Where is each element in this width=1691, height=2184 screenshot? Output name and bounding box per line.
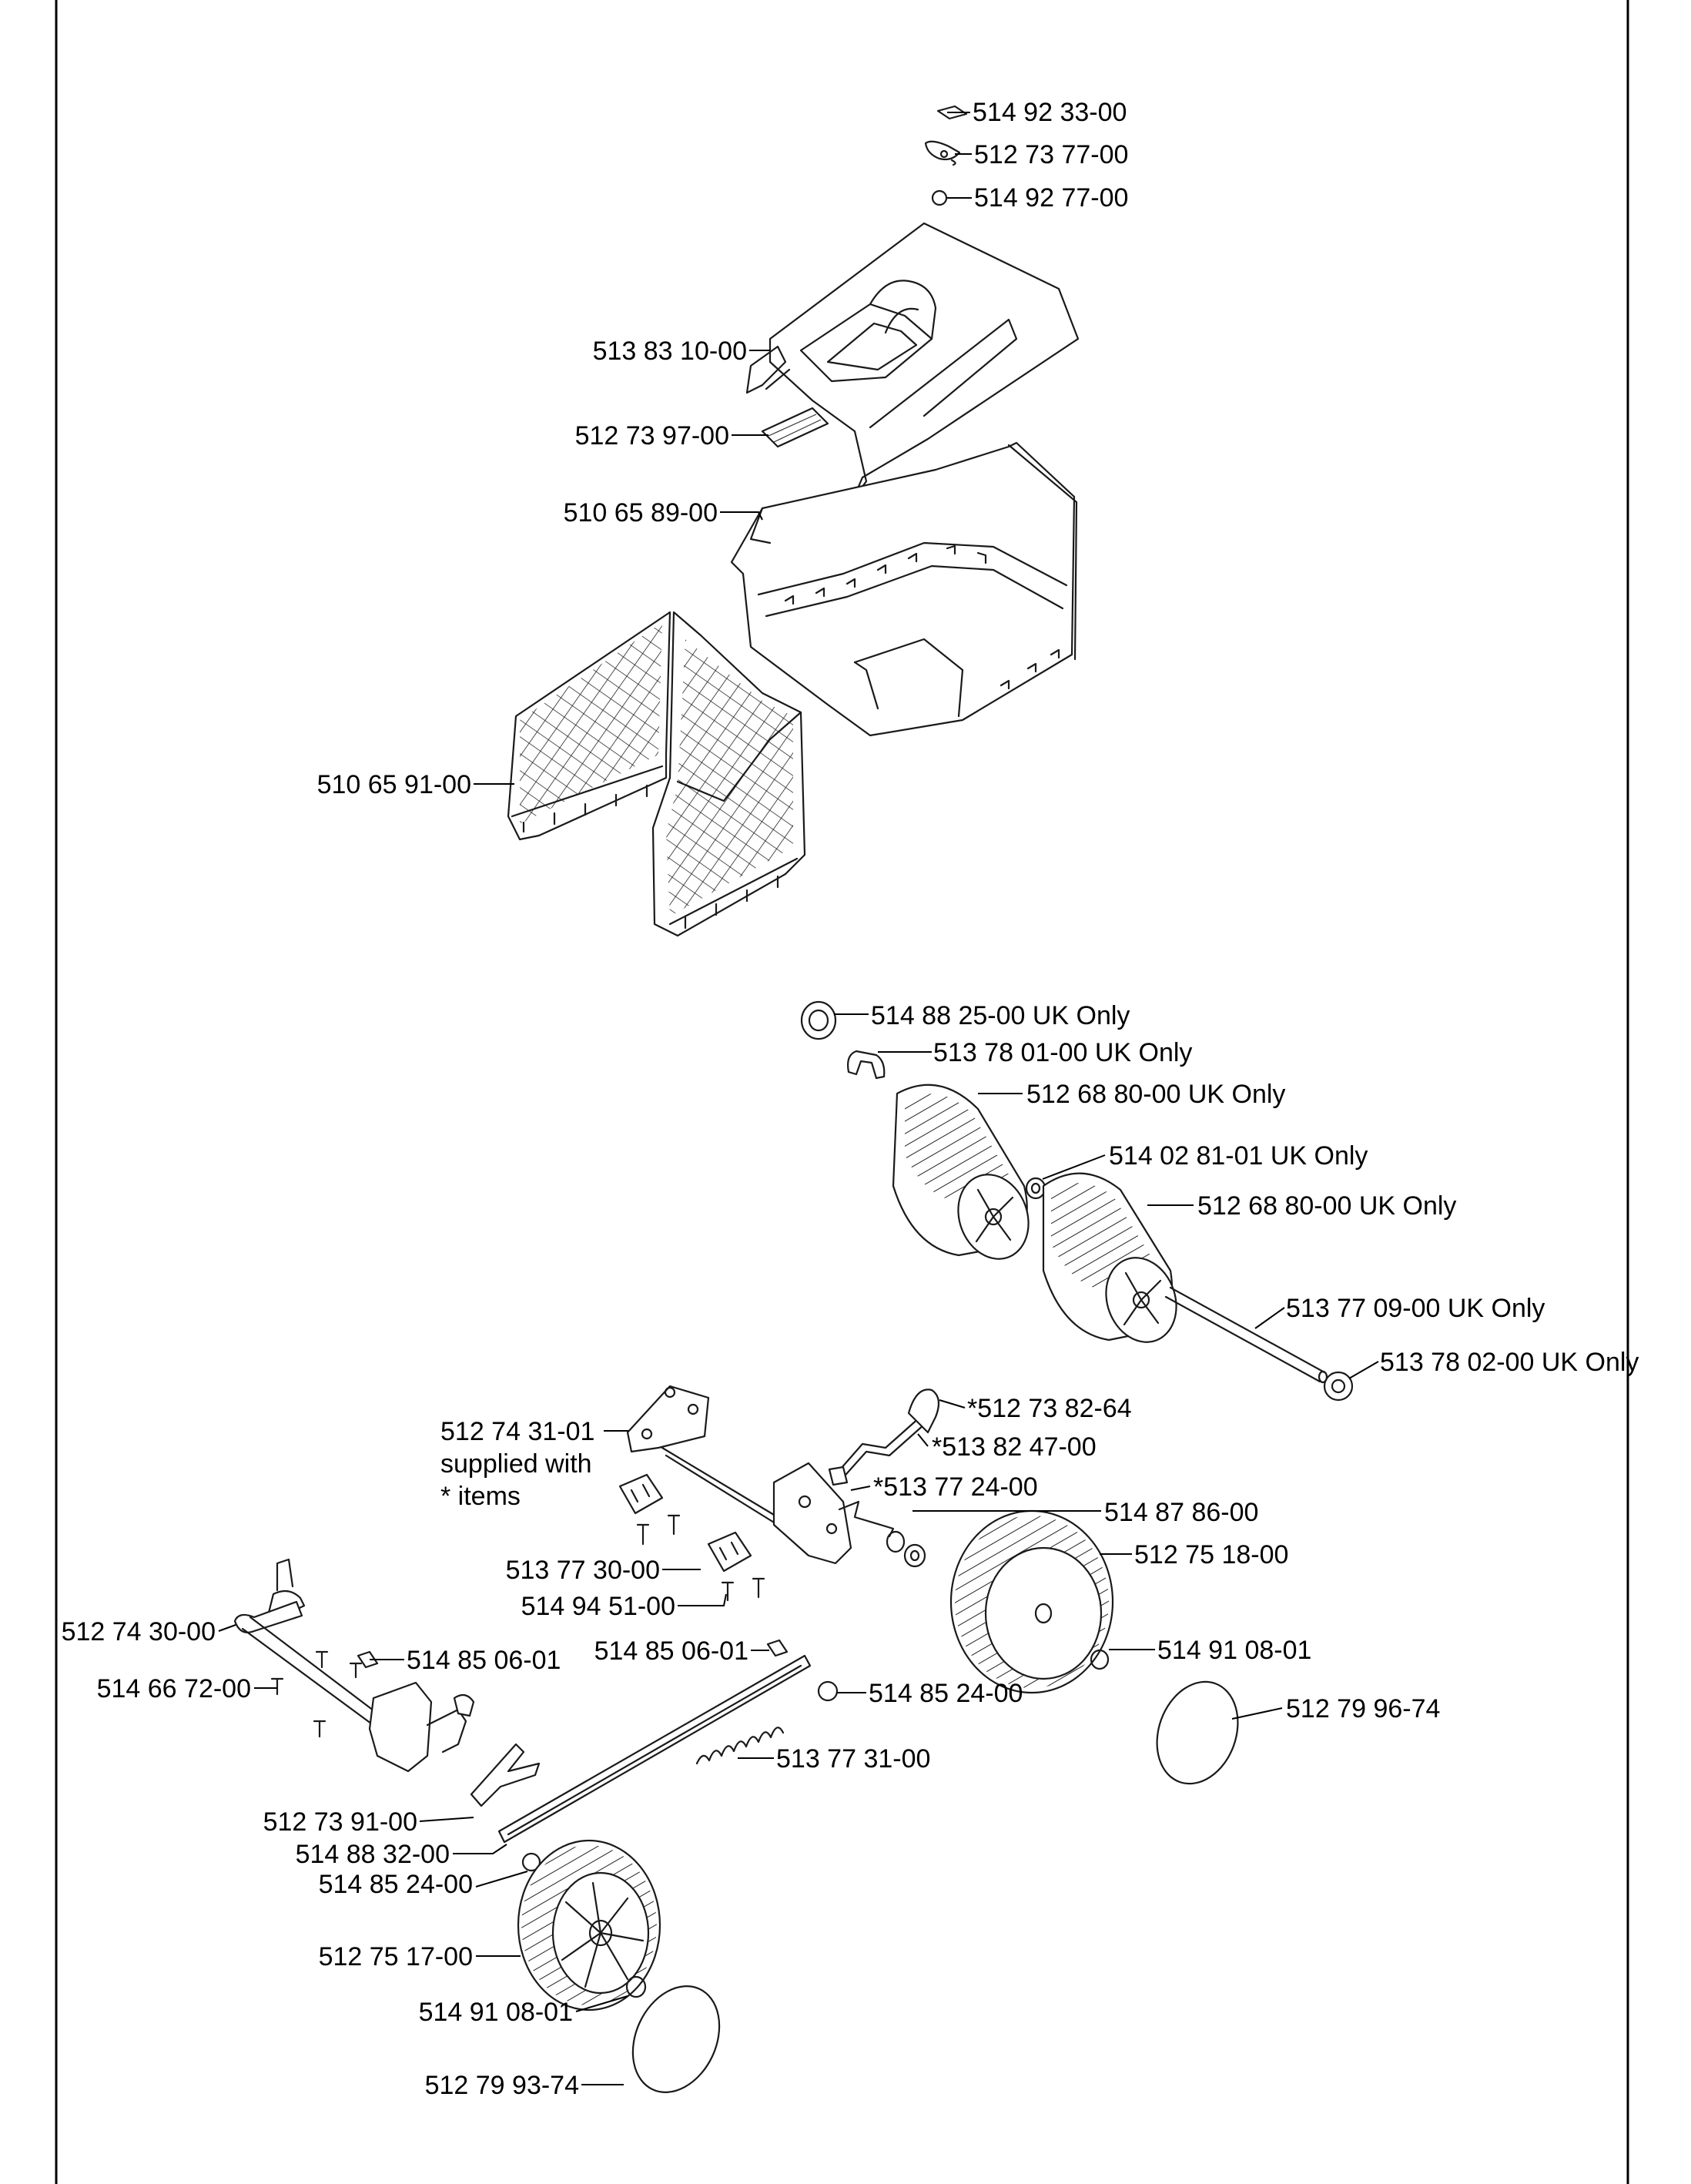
part-label-512-79-93-74: 512 79 93-74 [425, 2071, 579, 2100]
height-adjust-lever [828, 1388, 940, 1486]
part-label-512-75-17-00: 512 75 17-00 [319, 1942, 473, 1971]
front-wheel-washer-top [521, 1852, 541, 1872]
roller-end-cap-part [1323, 1371, 1354, 1402]
part-label-510-65-89-00: 510 65 89-00 [564, 498, 718, 528]
part-label-514-91-08-01-rear: 514 91 08-01 [1157, 1636, 1311, 1665]
part-label-513-78-02-00: 513 78 02-00 UK Only [1380, 1348, 1639, 1377]
small-clip-part [936, 105, 968, 120]
part-label-514-85-24-00-center: 514 85 24-00 [869, 1679, 1023, 1708]
pin-part-center [766, 1639, 789, 1657]
latch-spring-hook [470, 1743, 541, 1807]
part-label-star-items: * items [440, 1482, 521, 1511]
part-label-514-85-06-01-center: 514 85 06-01 [594, 1636, 748, 1666]
part-label-513-77-24-00: *513 77 24-00 [873, 1472, 1038, 1502]
part-label-512-74-30-00: 512 74 30-00 [62, 1617, 216, 1646]
part-label-513-78-01-00: 513 78 01-00 UK Only [933, 1038, 1192, 1067]
part-label-513-82-47-00: *513 82 47-00 [932, 1432, 1097, 1462]
roller-washer-part [1025, 1177, 1046, 1200]
roller-drum-lower [1042, 1172, 1177, 1343]
roller-bearing-part [800, 1000, 837, 1040]
part-label-512-73-82-64: *512 73 82-64 [967, 1394, 1132, 1423]
front-hub-cap [631, 1985, 721, 2093]
part-label-513-83-10-00: 513 83 10-00 [593, 337, 747, 366]
part-label-514-88-25-00: 514 88 25-00 UK Only [871, 1001, 1130, 1030]
small-screws-left [270, 1650, 363, 1738]
roller-clip-part [847, 1050, 886, 1080]
part-label-514-85-06-01-left: 514 85 06-01 [407, 1646, 561, 1675]
roller-drum-upper [892, 1084, 1030, 1260]
latch-part [924, 140, 961, 166]
part-label-510-65-91-00: 510 65 91-00 [317, 770, 471, 799]
part-label-512-75-18-00: 512 75 18-00 [1134, 1540, 1288, 1569]
height-adjust-bracket [626, 1385, 895, 1565]
part-label-512-73-97-00: 512 73 97-00 [575, 421, 729, 451]
rear-wheel-washer [1090, 1649, 1110, 1670]
part-label-512-68-80-00-lower: 512 68 80-00 UK Only [1197, 1191, 1456, 1221]
leader-lines [218, 112, 1379, 2085]
ball-part [931, 189, 948, 206]
part-label-514-85-24-00-front: 514 85 24-00 [319, 1870, 473, 1899]
part-label-514-66-72-00: 514 66 72-00 [97, 1674, 251, 1703]
part-label-514-92-33-00: 514 92 33-00 [973, 98, 1127, 127]
part-label-514-91-08-01-front: 514 91 08-01 [419, 1998, 573, 2027]
part-label-512-73-91-00: 512 73 91-00 [263, 1807, 417, 1837]
pin-part-left [357, 1650, 379, 1669]
part-label-514-87-86-00: 514 87 86-00 [1104, 1498, 1258, 1527]
spring-part [695, 1727, 785, 1765]
part-label-513-77-31-00: 513 77 31-00 [776, 1744, 930, 1774]
linkage-rod [497, 1654, 812, 1844]
part-label-513-77-09-00: 513 77 09-00 UK Only [1286, 1294, 1545, 1323]
part-label-512-73-77-00: 512 73 77-00 [974, 140, 1128, 169]
part-label-514-92-77-00: 514 92 77-00 [974, 183, 1128, 213]
part-label-supplied-with: supplied with [440, 1449, 592, 1479]
grass-box-handle-grip [761, 407, 829, 448]
height-axle-bar [233, 1558, 475, 1773]
front-wheel [517, 1839, 661, 2011]
front-wheel-washer [625, 1975, 647, 1998]
screw-parts [636, 1514, 765, 1602]
grass-box-body [730, 441, 1078, 737]
part-label-512-68-80-00-upper: 512 68 80-00 UK Only [1026, 1080, 1285, 1109]
page-frame [55, 0, 1629, 2184]
part-label-514-02-81-01: 514 02 81-01 UK Only [1109, 1141, 1368, 1171]
rear-hub-cap [1156, 1680, 1239, 1785]
part-label-512-79-96-74: 512 79 96-74 [1286, 1694, 1440, 1723]
grass-box-side-mesh-right [651, 611, 806, 937]
roller-axle-part [1164, 1286, 1328, 1384]
part-label-514-88-32-00: 514 88 32-00 [296, 1840, 450, 1869]
part-labels: 514 92 33-00 512 73 77-00 514 92 77-00 5… [62, 98, 1639, 2100]
rear-wheel [949, 1509, 1114, 1694]
grass-box-side-mesh-left [507, 611, 671, 841]
spacer-parts [618, 1473, 752, 1573]
washer-center [817, 1680, 839, 1702]
part-label-513-77-30-00: 513 77 30-00 [506, 1556, 660, 1585]
part-label-514-94-51-00: 514 94 51-00 [521, 1592, 675, 1621]
washers-upper [886, 1530, 926, 1568]
part-label-512-74-31-01: 512 74 31-01 [440, 1417, 594, 1446]
